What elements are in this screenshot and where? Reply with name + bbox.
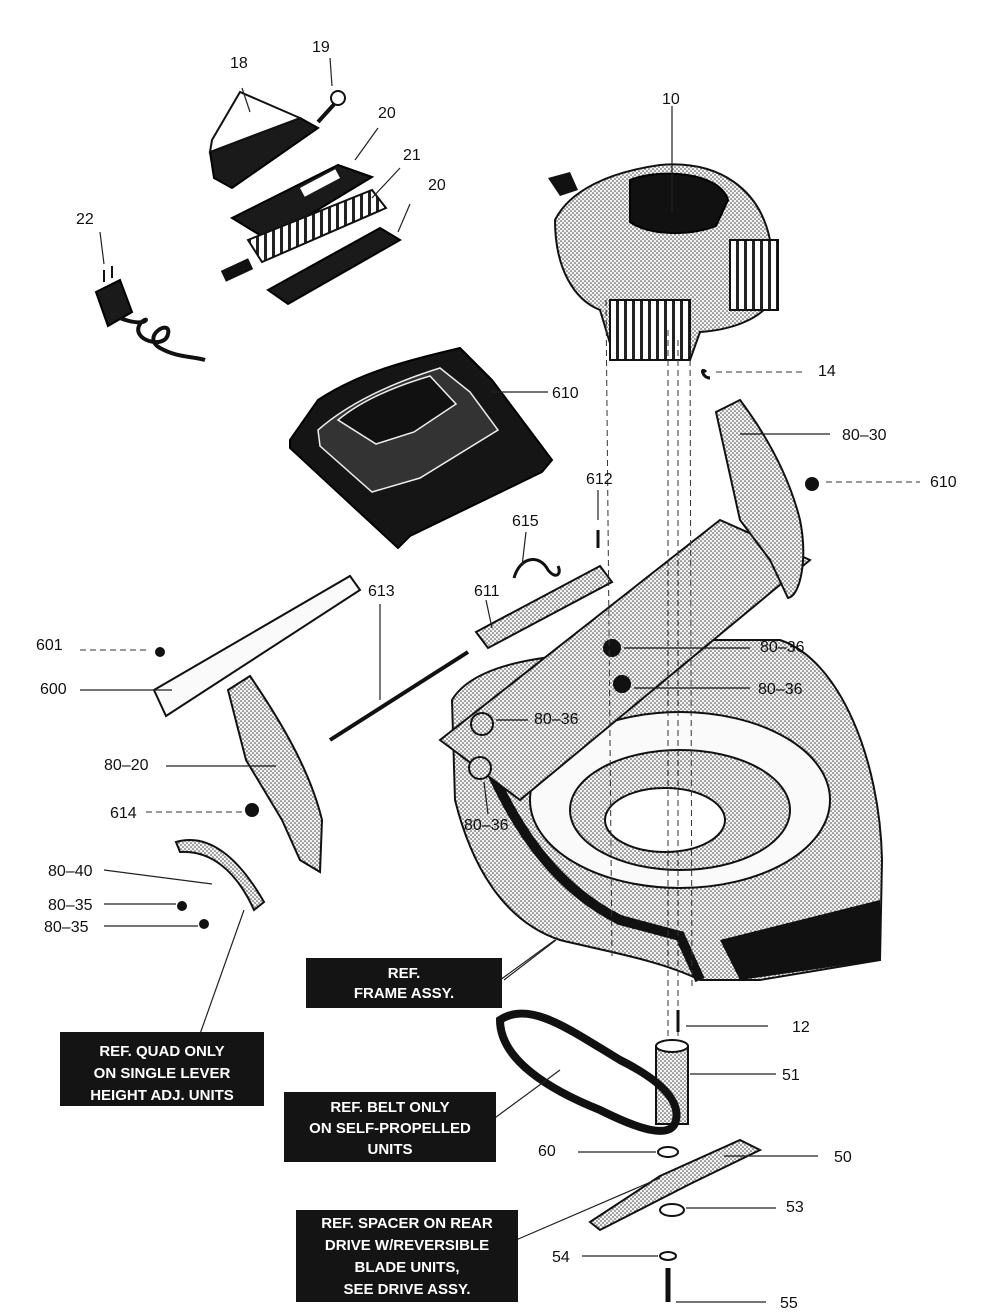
height-bracket-part-80-20 xyxy=(166,674,324,874)
label-50: 50 xyxy=(834,1149,852,1166)
callout-belt-line-1: REF. BELT ONLY xyxy=(330,1099,449,1116)
callout-spacer: REF. SPACER ON REAR DRIVE W/REVERSIBLE B… xyxy=(296,1210,518,1302)
callout-quad-only: REF. QUAD ONLY ON SINGLE LEVER HEIGHT AD… xyxy=(60,1032,264,1106)
axle-part-613 xyxy=(328,604,470,742)
label-20-bottom: 20 xyxy=(428,177,446,194)
blade-part-50 xyxy=(588,1138,818,1232)
label-601: 601 xyxy=(36,637,63,654)
filter-frame-part-20-top xyxy=(229,163,375,242)
engine-part-10 xyxy=(548,106,779,361)
bolt-part-601 xyxy=(80,647,165,657)
label-12: 12 xyxy=(792,1019,810,1036)
label-54: 54 xyxy=(552,1249,570,1266)
label-10: 10 xyxy=(662,91,680,108)
label-55: 55 xyxy=(780,1295,798,1312)
label-60: 60 xyxy=(538,1143,556,1160)
label-615: 615 xyxy=(512,513,539,530)
filter-frame-part-20-bottom xyxy=(266,226,402,306)
wheel-bushing-parts-80-36 xyxy=(468,639,750,815)
grass-bag-part-610 xyxy=(289,346,554,550)
callout-belt-only: REF. BELT ONLY ON SELF-PROPELLED UNITS xyxy=(284,1092,496,1162)
label-80-36-b: 80–36 xyxy=(758,681,803,698)
label-20-top: 20 xyxy=(378,105,396,122)
shield-part-600 xyxy=(80,574,362,718)
label-18: 18 xyxy=(230,55,248,72)
label-80-35-a: 80–35 xyxy=(48,897,93,914)
washer-part-60 xyxy=(578,1146,679,1158)
filter-cover-part-18 xyxy=(208,90,320,190)
engine-mount-centerlines xyxy=(605,299,693,1060)
label-612: 612 xyxy=(586,471,613,488)
callout-quad-line-3: HEIGHT ADJ. UNITS xyxy=(90,1087,234,1104)
label-80-35-b: 80–35 xyxy=(44,919,89,936)
pivot-bracket-part-611 xyxy=(474,564,614,650)
callout-spacer-line-1: REF. SPACER ON REAR xyxy=(321,1215,493,1232)
label-614: 614 xyxy=(110,805,137,822)
label-600: 600 xyxy=(40,681,67,698)
label-19: 19 xyxy=(312,39,330,56)
label-21: 21 xyxy=(403,147,421,164)
label-613: 613 xyxy=(368,583,395,600)
label-610-bag: 610 xyxy=(552,385,579,402)
clip-part-14 xyxy=(701,368,802,380)
label-22: 22 xyxy=(76,211,94,228)
charger-part-22 xyxy=(94,231,206,362)
nut-part-610-right xyxy=(805,477,920,491)
screw-part-19 xyxy=(316,90,346,124)
callout-spacer-line-4: SEE DRIVE ASSY. xyxy=(344,1281,471,1298)
label-51: 51 xyxy=(782,1067,800,1084)
blade-bolt-part-55 xyxy=(665,1268,766,1303)
label-80-36-d: 80–36 xyxy=(464,817,509,834)
callout-quad-line-1: REF. QUAD ONLY xyxy=(99,1043,224,1060)
mower-deck xyxy=(438,518,884,983)
callout-leaders xyxy=(199,909,661,1241)
belt-part xyxy=(495,1009,681,1135)
callout-belt-line-2: ON SELF-PROPELLED xyxy=(309,1120,471,1137)
label-80-20: 80–20 xyxy=(104,757,149,774)
bolt-part-12 xyxy=(676,1010,768,1032)
label-14: 14 xyxy=(818,363,836,380)
spring-part-615 xyxy=(512,531,561,579)
callout-frame-line-1: REF. xyxy=(388,965,421,982)
label-53: 53 xyxy=(786,1199,804,1216)
label-80-30: 80–30 xyxy=(842,427,887,444)
leaders-filter xyxy=(241,57,411,233)
callout-frame-assy: REF. FRAME ASSY. xyxy=(306,958,502,1008)
callout-frame-line-2: FRAME ASSY. xyxy=(354,985,454,1002)
label-80-36-a: 80–36 xyxy=(760,639,805,656)
label-80-36-c: 80–36 xyxy=(534,711,579,728)
filter-element-part-21 xyxy=(220,188,388,282)
callout-spacer-line-2: DRIVE W/REVERSIBLE xyxy=(325,1237,489,1254)
lockwasher-part-54 xyxy=(582,1251,677,1261)
label-610-nut: 610 xyxy=(930,474,957,491)
callout-spacer-line-3: BLADE UNITS, xyxy=(355,1259,460,1276)
callout-quad-line-2: ON SINGLE LEVER xyxy=(94,1065,231,1082)
part-labels: 18 19 20 21 20 22 10 14 610 80–30 610 61… xyxy=(36,39,957,1312)
label-80-40: 80–40 xyxy=(48,863,93,880)
screws-part-80-35 xyxy=(104,901,209,929)
label-611: 611 xyxy=(474,583,500,600)
washer-part-53 xyxy=(659,1203,776,1217)
callout-belt-line-3: UNITS xyxy=(368,1141,413,1158)
nut-part-614 xyxy=(146,803,259,817)
quad-part-80-40 xyxy=(103,839,266,912)
height-bracket-part-80-30 xyxy=(714,398,830,600)
